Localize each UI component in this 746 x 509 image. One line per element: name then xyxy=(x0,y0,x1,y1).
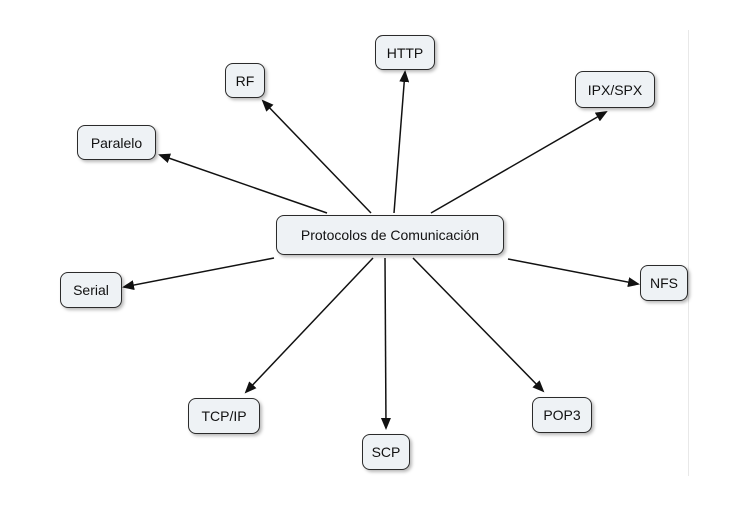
node-center-label: Protocolos de Comunicación xyxy=(300,227,480,243)
node-center[interactable]: Protocolos de Comunicación xyxy=(276,215,504,255)
edge-center-ipxspx xyxy=(430,111,608,214)
node-paralelo[interactable]: Paralelo xyxy=(77,125,156,160)
edge-center-scp xyxy=(380,257,391,430)
node-ipxspx[interactable]: IPX/SPX xyxy=(575,71,655,108)
edge-center-tcpip xyxy=(244,257,374,394)
edge-center-serial xyxy=(122,257,275,291)
node-ipxspx-label: IPX/SPX xyxy=(587,81,643,98)
node-serial[interactable]: Serial xyxy=(60,272,122,308)
node-tcpip[interactable]: TCP/IP xyxy=(188,398,260,434)
edge-center-paralelo xyxy=(158,153,328,214)
panel-edge-divider xyxy=(688,30,689,476)
node-serial-label: Serial xyxy=(73,282,109,298)
node-paralelo-label: Paralelo xyxy=(90,134,143,151)
node-pop3[interactable]: POP3 xyxy=(532,397,592,433)
edge-center-nfs xyxy=(507,258,640,288)
node-scp[interactable]: SCP xyxy=(362,434,410,470)
node-http-label: HTTP xyxy=(386,44,424,61)
node-tcpip-label: TCP/IP xyxy=(201,408,247,424)
node-rf[interactable]: RF xyxy=(225,63,265,98)
node-http[interactable]: HTTP xyxy=(375,35,435,70)
edge-center-http xyxy=(393,70,410,214)
node-nfs-label: NFS xyxy=(650,275,678,291)
edge-center-rf xyxy=(261,99,372,214)
edge-center-pop3 xyxy=(412,257,545,393)
node-scp-label: SCP xyxy=(371,444,401,460)
node-rf-label: RF xyxy=(235,72,255,89)
node-pop3-label: POP3 xyxy=(543,407,581,423)
node-nfs[interactable]: NFS xyxy=(640,265,688,301)
